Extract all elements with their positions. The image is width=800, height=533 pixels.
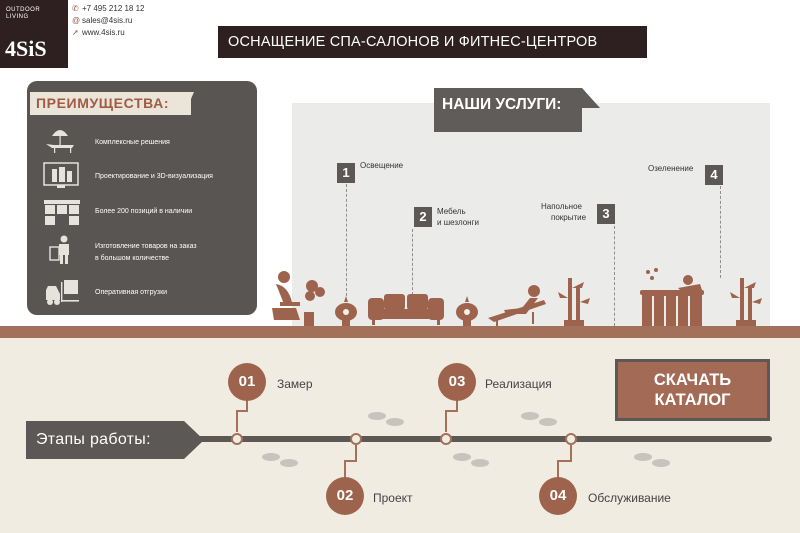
at-icon: @ <box>72 16 81 25</box>
title-bar <box>218 26 647 58</box>
download-catalog-button[interactable]: СКАЧАТЬ КАТАЛОГ <box>615 359 770 421</box>
hot-tub-icon <box>640 268 704 326</box>
lounger-reader-icon <box>488 285 546 326</box>
service-3-pointer <box>614 226 615 326</box>
service-2-label-line-2: и шезлонги <box>437 218 479 227</box>
step-3-connector-v <box>445 410 447 432</box>
advantages-panel <box>27 81 257 315</box>
service-3-number: 3 <box>597 204 615 224</box>
step-1-circle: 01 <box>228 363 266 401</box>
step-2-connector <box>344 460 346 478</box>
step-4-node <box>565 433 577 445</box>
service-1-number: 1 <box>337 163 355 183</box>
step-3-label: Реализация <box>485 377 552 391</box>
advantage-item-4: Изготовление товаров на заказ <box>95 243 197 250</box>
brand-line-2: LIVING <box>6 14 29 20</box>
footprints-icon-3 <box>262 453 298 467</box>
service-4-label: Озеленение <box>648 164 694 173</box>
logo[interactable]: OUTDOOR LIVING 4SiS <box>0 0 68 68</box>
service-2-pointer <box>412 229 413 295</box>
bamboo-plant-icon-2 <box>730 278 762 326</box>
advantages-title-box <box>30 92 191 115</box>
service-2-label: Мебель <box>437 207 466 216</box>
step-3-node <box>440 433 452 445</box>
step-2-node <box>350 433 362 445</box>
email-text: sales@4sis.ru <box>82 16 133 25</box>
forklift-icon <box>46 280 79 305</box>
service-1-label: Освещение <box>360 161 404 170</box>
contact-email[interactable]: @sales@4sis.ru <box>72 16 132 26</box>
phone-text: +7 495 212 18 12 <box>82 4 145 13</box>
footprints-icon-5 <box>634 453 670 467</box>
stages-label-box <box>26 421 184 459</box>
advantage-item-1: Комплексные решения <box>95 139 170 146</box>
bamboo-plant-icon-1 <box>558 278 590 326</box>
step-2-label: Проект <box>373 491 413 505</box>
step-2-connector-h <box>344 460 357 462</box>
send-icon: ➚ <box>72 28 79 37</box>
lamp-icon-2 <box>456 296 478 326</box>
brand-logo-text: 4SiS <box>5 36 47 61</box>
service-3-label: Напольное <box>541 202 582 211</box>
relaxing-person-icon <box>272 271 325 326</box>
services-tab-notch <box>582 88 600 108</box>
step-2-circle: 02 <box>326 477 364 515</box>
stages-arrow-tip <box>184 421 204 459</box>
brand-line-1: OUTDOOR <box>6 7 41 13</box>
step-1-connector-v <box>236 410 238 432</box>
step-4-connector-h <box>557 460 572 462</box>
step-4-connector-v <box>570 445 572 461</box>
ground-strip <box>0 326 800 338</box>
step-1-connector-h <box>236 410 248 412</box>
step-3-connector <box>456 399 458 411</box>
footprints-icon-1 <box>368 412 404 426</box>
advantages-title: ПРЕИМУЩЕСТВА: <box>36 95 170 111</box>
contact-phone[interactable]: ✆+7 495 212 18 12 <box>72 4 145 14</box>
advantage-item-4-line-2: в большом количестве <box>95 255 170 262</box>
site-text: www.4sis.ru <box>82 28 125 37</box>
warehouse-icon <box>44 200 80 225</box>
step-4-circle: 04 <box>539 477 577 515</box>
monitor-3d-icon <box>43 162 79 188</box>
advantage-item-2: Проектирование и 3D-визуализация <box>95 173 213 180</box>
page-title: ОСНАЩЕНИЕ СПА-САЛОНОВ И ФИТНЕС-ЦЕНТРОВ <box>228 34 598 50</box>
footprints-icon-2 <box>521 412 557 426</box>
contact-site[interactable]: ➚www.4sis.ru <box>72 28 125 38</box>
step-1-node <box>231 433 243 445</box>
service-4-number: 4 <box>705 165 723 185</box>
service-1-pointer <box>346 184 347 296</box>
advantage-item-3: Более 200 позиций в наличии <box>95 208 193 215</box>
timeline-bar <box>180 436 772 442</box>
phone-icon: ✆ <box>72 4 79 13</box>
advantage-item-5: Оперативная отгрузки <box>95 289 168 296</box>
footprints-icon-4 <box>453 453 489 467</box>
service-3-label-line-2: покрытие <box>551 213 587 222</box>
worker-icon <box>49 235 69 264</box>
step-3-connector-h <box>445 410 458 412</box>
advantages-tab-notch <box>184 92 194 115</box>
services-title-box <box>434 88 582 132</box>
step-2-connector-v <box>355 445 357 461</box>
step-4-label: Обслуживание <box>588 491 671 505</box>
stages-title: Этапы работы: <box>36 431 151 448</box>
sofa-icon <box>368 294 444 325</box>
download-line-1: СКАЧАТЬ <box>653 371 732 389</box>
service-2-number: 2 <box>414 207 432 227</box>
service-4-pointer <box>720 186 721 278</box>
step-1-label: Замер <box>277 377 313 391</box>
download-line-2: КАТАЛОГ <box>654 391 731 409</box>
services-title: НАШИ УСЛУГИ: <box>442 96 562 113</box>
step-4-connector <box>557 460 559 478</box>
lamp-icon-1 <box>335 296 357 326</box>
step-1-connector <box>246 399 248 411</box>
umbrella-lounger-icon <box>46 130 74 153</box>
step-3-circle: 03 <box>438 363 476 401</box>
